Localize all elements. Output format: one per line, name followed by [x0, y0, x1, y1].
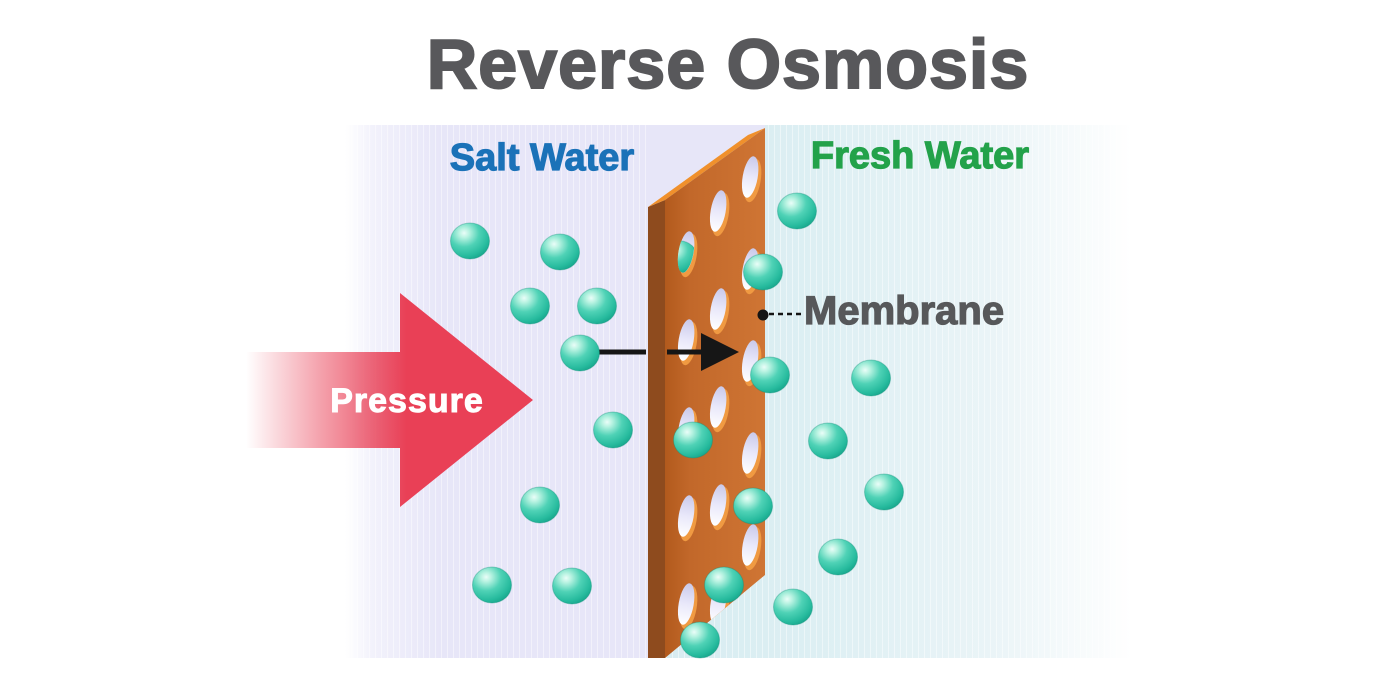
membrane-pore [741, 524, 762, 571]
membrane-pointer [757, 309, 801, 321]
water-molecule [733, 487, 773, 525]
pressure-arrow [246, 293, 533, 507]
membrane-label: Membrane [803, 289, 1005, 333]
water-molecule [520, 486, 560, 524]
water-molecule [777, 192, 817, 230]
membrane-pore [709, 386, 730, 433]
flow-arrow [667, 333, 739, 371]
membrane-pore [741, 156, 762, 203]
water-molecule [560, 334, 600, 372]
background-wedge [648, 125, 765, 207]
water-molecule [510, 287, 550, 325]
membrane-pore [677, 583, 698, 630]
water-molecule [577, 287, 617, 325]
water-molecule [864, 473, 904, 511]
membrane-side-face [648, 200, 665, 658]
water-molecule [552, 567, 592, 605]
salt-water-label: Salt Water [449, 137, 635, 179]
pressure-label: Pressure [330, 382, 484, 420]
membrane-pore [741, 432, 762, 479]
water-molecule [450, 222, 490, 260]
water-molecule [773, 588, 813, 626]
fresh-water-label: Fresh Water [810, 135, 1030, 177]
membrane-top-face [648, 128, 765, 207]
membrane-pore [709, 190, 730, 237]
water-molecule [540, 233, 580, 271]
page-title: Reverse Osmosis [426, 25, 1030, 103]
membrane-pointer-dot [757, 309, 769, 321]
water-molecule [680, 621, 720, 659]
water-molecule [593, 411, 633, 449]
water-molecule [818, 538, 858, 576]
water-molecule [673, 421, 713, 459]
water-molecule [704, 566, 744, 604]
water-molecule [472, 566, 512, 604]
membrane-pore [677, 495, 698, 542]
membrane-pore [709, 288, 730, 335]
water-molecule [750, 356, 790, 394]
water-molecule [808, 422, 848, 460]
water-molecule [743, 253, 783, 291]
membrane-pore [709, 484, 730, 531]
water-molecule [851, 359, 891, 397]
